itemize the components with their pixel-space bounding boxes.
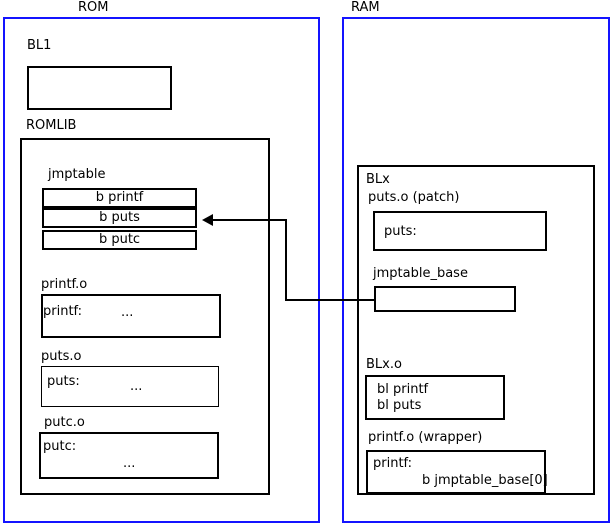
- blx-o-line1: bl printf: [377, 382, 429, 397]
- rom-region-label: ROM: [78, 0, 109, 15]
- jmptable-label: jmptable: [48, 167, 106, 182]
- connector-line-horizontal-top: [213, 219, 287, 221]
- romlib-object-printf-body: ...: [121, 305, 134, 320]
- romlib-object-printf-box: printf: ...: [41, 294, 221, 338]
- jmptable-entry-putc-text: b putc: [98, 232, 141, 247]
- connector-line-horizontal-bottom: [285, 299, 375, 301]
- romlib-object-putc-label: putc.o: [44, 415, 85, 430]
- bl1-box: [27, 66, 172, 110]
- puts-patch-box: puts:: [373, 211, 547, 251]
- ram-region-box: [342, 17, 610, 523]
- blx-o-box: bl printf bl puts: [365, 375, 505, 420]
- printf-wrapper-box: printf: b jmptable_base[0]: [366, 450, 548, 494]
- printf-wrapper-label: printf.o (wrapper): [368, 430, 483, 445]
- jmptable-entry-puts-text: b puts: [99, 210, 140, 225]
- romlib-object-puts-box: puts: ...: [41, 366, 219, 407]
- jmptable-base-box: [374, 286, 516, 312]
- puts-patch-label: puts.o (patch): [368, 190, 460, 205]
- romlib-label: ROMLIB: [26, 118, 77, 133]
- jmptable-base-label: jmptable_base: [373, 266, 468, 281]
- romlib-object-printf-label: printf.o: [41, 277, 88, 292]
- blx-o-line2: bl puts: [377, 398, 422, 413]
- romlib-object-putc-symbol: putc:: [43, 439, 77, 454]
- romlib-object-printf-symbol: printf:: [43, 304, 83, 319]
- romlib-object-puts-label: puts.o: [41, 349, 82, 364]
- romlib-object-puts-symbol: puts:: [47, 374, 80, 389]
- romlib-object-putc-body: ...: [123, 456, 136, 471]
- romlib-object-puts-body: ...: [130, 379, 143, 394]
- romlib-object-putc-box: putc: ...: [39, 432, 219, 479]
- rom-region-box: [3, 17, 320, 523]
- jmptable-entry-printf: b printf: [42, 188, 197, 208]
- connector-arrowhead: [202, 214, 213, 226]
- bl1-label: BL1: [27, 38, 52, 53]
- blx-label: BLx: [366, 172, 390, 187]
- ram-region-label: RAM: [351, 0, 380, 15]
- blx-o-label: BLx.o: [366, 357, 402, 372]
- bl1-content: [29, 68, 170, 76]
- printf-wrapper-instruction: b jmptable_base[0]: [422, 473, 548, 488]
- connector-line-vertical: [285, 219, 287, 301]
- puts-patch-symbol: puts:: [384, 224, 417, 239]
- printf-wrapper-symbol: printf:: [373, 456, 413, 471]
- jmptable-entry-putc: b putc: [42, 230, 197, 250]
- jmptable-entry-puts: b puts: [42, 208, 197, 228]
- jmptable-entry-printf-text: b printf: [95, 190, 144, 205]
